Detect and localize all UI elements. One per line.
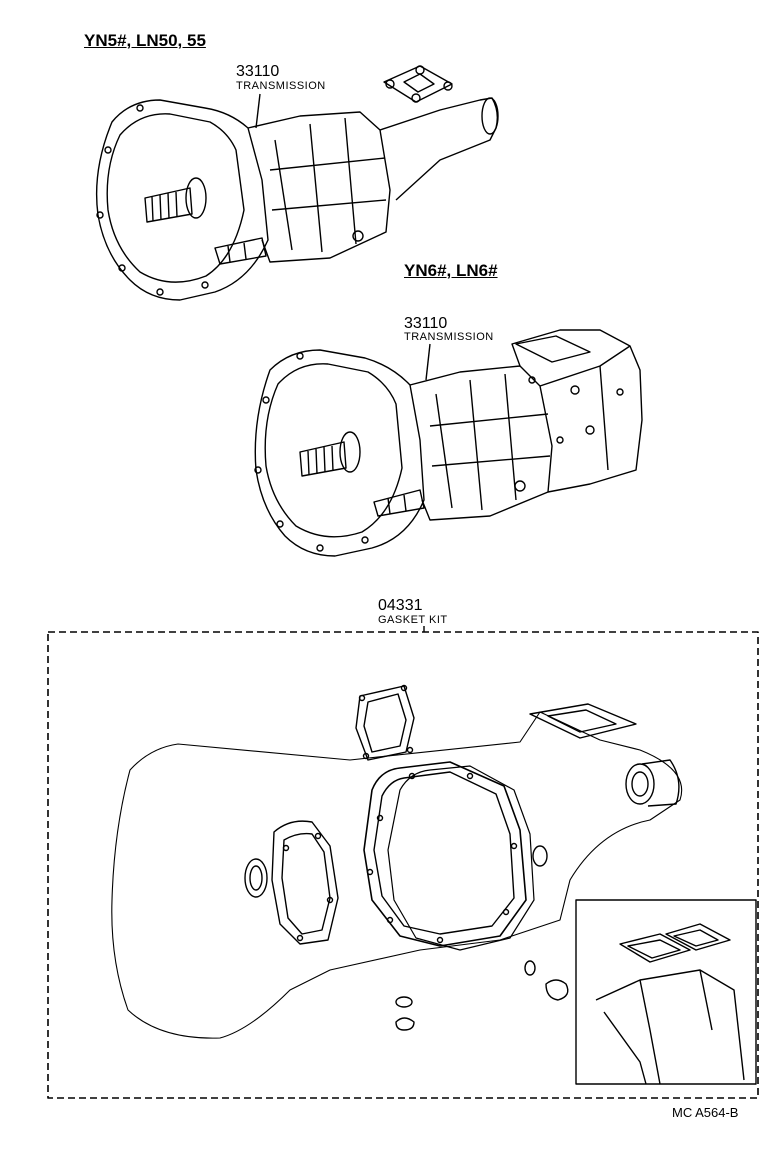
part-name-transmission-lower: TRANSMISSION <box>404 331 494 343</box>
gasket-kit-drawing <box>47 626 759 1099</box>
figure-code: MC A564-B <box>672 1105 739 1120</box>
part-name-transmission-upper: TRANSMISSION <box>236 80 326 92</box>
gasket-kit-inset-box <box>575 899 757 1085</box>
model-label-lower: YN6#, LN6# <box>404 261 498 280</box>
part-number-transmission-lower: 33110 <box>404 315 448 332</box>
gasket-kit-boundary <box>47 631 759 1099</box>
model-label-upper: YN5#, LN50, 55 <box>84 31 206 50</box>
part-number-transmission-upper: 33110 <box>236 63 280 80</box>
leader-line-transmission-upper <box>255 93 261 129</box>
leader-line-transmission-lower <box>425 343 431 381</box>
transmission-lower-drawing <box>254 329 643 557</box>
part-number-gasket-kit: 04331 <box>378 597 423 614</box>
part-name-gasket-kit: GASKET KIT <box>378 614 448 626</box>
transmission-upper-drawing <box>95 65 499 301</box>
